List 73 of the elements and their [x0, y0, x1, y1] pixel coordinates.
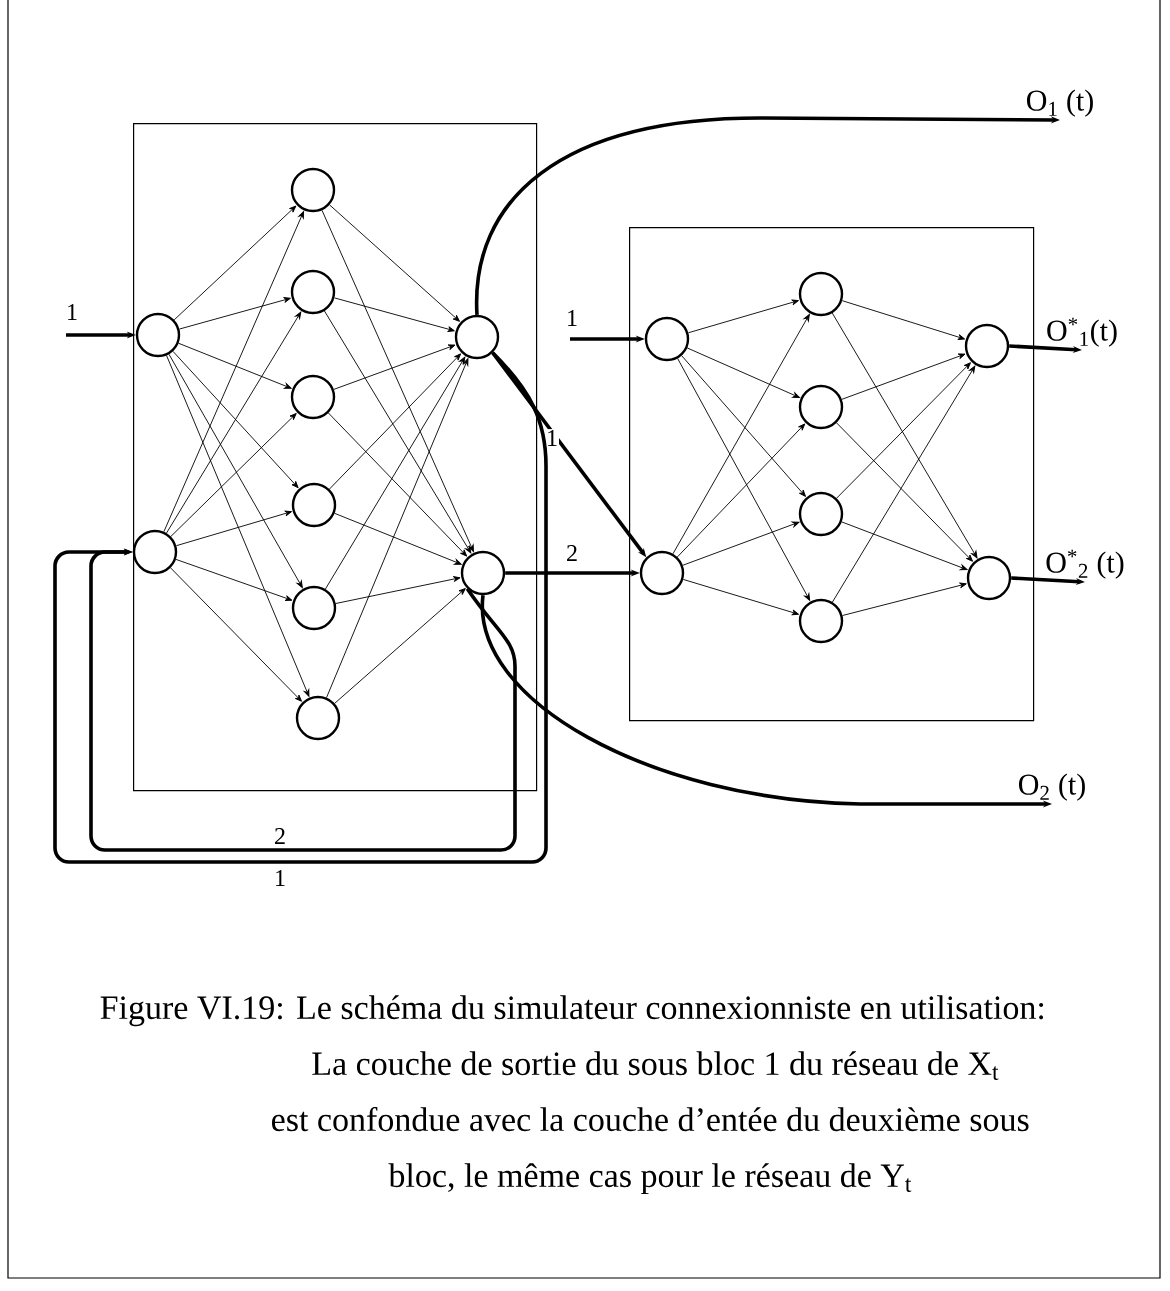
edge-label: 1: [65, 303, 79, 321]
figure-caption: Figure VI.19: Le schéma du simulateur connexionniste en utilisation: La couche de sortie du sous bloc 1 du réseau de X$_{t}$ est confondue avec la couche d’entée du deuxième sous bloc, le même cas pour le réseau de Y$_{t}$: [100, 995, 1044, 1195]
arrow: [333, 297, 455, 332]
arrow: [832, 365, 976, 603]
arrow: [682, 521, 800, 566]
arrow: [170, 413, 297, 537]
neuron-circle: [290, 374, 336, 420]
arrow: [842, 582, 967, 616]
neuron-circle: [798, 491, 844, 537]
neuron-circle: [290, 269, 336, 315]
arrow: [334, 588, 466, 704]
neuron-circle: [291, 482, 337, 528]
neuron-circle: [798, 598, 844, 644]
neuron-circle: [644, 316, 690, 362]
neuron-circle: [966, 555, 1012, 601]
arrow: [166, 355, 310, 697]
edge-label: 1: [545, 429, 559, 447]
neuron-circle: [295, 695, 341, 741]
output-label: O$_{1}$ (t): [1027, 89, 1093, 117]
arrow: [334, 512, 462, 565]
arrow: [327, 412, 468, 557]
arrow: [841, 353, 966, 400]
neuron-circle: [798, 384, 844, 430]
neuron-circle: [798, 271, 844, 317]
arrow: [170, 567, 303, 702]
arrow: [178, 297, 291, 330]
arrow: [333, 344, 456, 390]
neuron-circle: [964, 323, 1010, 369]
arrow: [175, 558, 293, 601]
neuron-circle: [454, 314, 500, 360]
arrow: [89, 548, 517, 852]
block-frame: [133, 123, 538, 792]
arrow: [321, 209, 474, 553]
neuron-circle: [291, 585, 337, 631]
output-label: O$_{2}$ (t): [1019, 773, 1085, 801]
neuron-circle: [460, 550, 506, 596]
arrow: [681, 355, 806, 497]
neuron-circle: [135, 312, 181, 358]
block-frame: [629, 227, 1035, 722]
neuron-circle: [639, 550, 685, 596]
edge-label: 1: [273, 869, 287, 887]
arrow: [682, 578, 799, 616]
arrow: [831, 312, 978, 559]
arrow: [841, 521, 968, 571]
arrow: [686, 347, 800, 398]
arrow: [172, 350, 299, 489]
arrow: [173, 205, 297, 321]
arrow: [166, 311, 302, 534]
arrow: [329, 353, 462, 490]
arrow: [325, 356, 466, 590]
arrow: [53, 351, 548, 864]
arrow: [326, 358, 469, 698]
arrow: [178, 342, 292, 389]
edge-label: 2: [273, 827, 287, 845]
arrow: [836, 362, 971, 499]
neuron-circle: [290, 167, 336, 213]
arrow: [677, 358, 811, 601]
arrow: [672, 313, 810, 555]
neuron-circle: [132, 529, 178, 575]
arrow: [687, 299, 799, 334]
arrow: [163, 211, 305, 533]
edge-label: 2: [565, 544, 579, 562]
arrow: [676, 423, 806, 558]
output-label: O$^{*}$$_{1}$(t): [1047, 317, 1117, 347]
arrow: [335, 576, 461, 604]
arrow: [329, 204, 460, 322]
arrow: [841, 300, 966, 340]
output-label: O$^{*}$$_{2}$ (t): [1046, 549, 1124, 579]
arrow: [168, 353, 303, 589]
arrow: [836, 422, 974, 562]
edge-label: 1: [565, 309, 579, 327]
arrow: [175, 510, 292, 547]
arrow: [324, 310, 472, 554]
